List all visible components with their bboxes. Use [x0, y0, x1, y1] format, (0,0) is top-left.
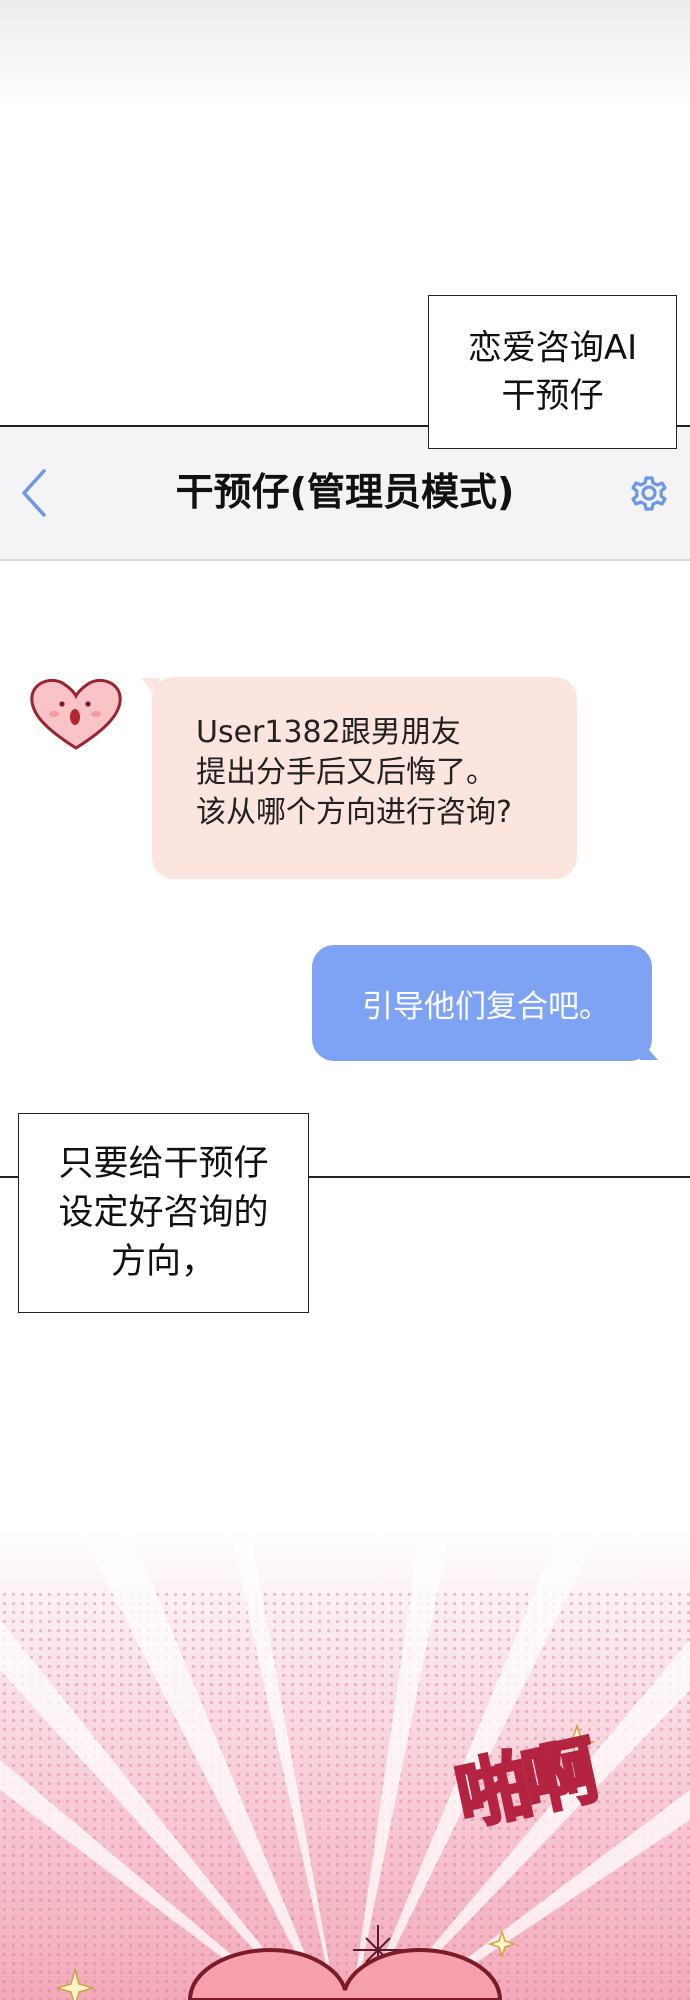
- message-text: 引导他们复合吧。: [362, 988, 610, 1025]
- star-icon: [558, 1723, 596, 1761]
- star-icon: [487, 1929, 517, 1959]
- chevron-left-icon: [22, 469, 46, 517]
- panel-divider: [0, 1176, 690, 1178]
- caption-box-title: 恋爱咨询AI 干预仔: [428, 295, 677, 449]
- caption-line: 方向，: [110, 1241, 216, 1282]
- impact-panel: [0, 1530, 690, 2000]
- speed-lines: [0, 1530, 690, 2000]
- message-bubble-incoming: User1382跟男朋友 提出分手后又后悔了。 该从哪个方向进行咨询?: [152, 677, 577, 879]
- caption-line: 干预仔: [501, 376, 604, 416]
- message-line: User1382跟男朋友: [196, 715, 461, 750]
- heart-shape: [187, 1947, 503, 2000]
- star-icon: [54, 1967, 96, 2000]
- caption-line: 设定好咨询的: [58, 1192, 269, 1233]
- top-gradient: [0, 0, 690, 110]
- panel-divider: [0, 425, 690, 427]
- caption-line: 只要给干预仔: [58, 1143, 269, 1184]
- heart-avatar: [30, 679, 122, 750]
- gear-icon: [631, 476, 667, 511]
- back-button[interactable]: [14, 463, 54, 523]
- sparkle-icon: [353, 1925, 403, 1975]
- settings-button[interactable]: [627, 471, 671, 515]
- chat-title: 干预仔(管理员模式): [175, 470, 515, 514]
- message-line: 该从哪个方向进行咨询?: [196, 795, 512, 830]
- bubble-tail: [640, 1040, 658, 1060]
- message-line: 提出分手后又后悔了。: [196, 755, 496, 790]
- chat-header: 干预仔(管理员模式): [0, 427, 690, 561]
- caption-box-narration: 只要给干预仔 设定好咨询的 方向，: [18, 1113, 309, 1313]
- caption-line: 恋爱咨询AI: [467, 328, 638, 368]
- message-bubble-outgoing: 引导他们复合吧。: [312, 945, 652, 1061]
